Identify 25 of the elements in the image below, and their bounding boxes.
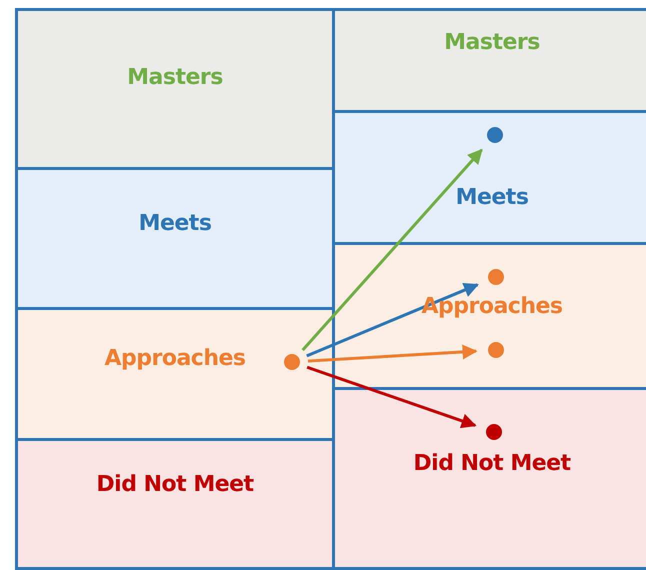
arrow [306, 282, 479, 358]
level-band [332, 110, 646, 245]
level-band [15, 438, 335, 570]
level-band [332, 242, 646, 390]
level-band [15, 307, 335, 441]
level-label: Meets [138, 211, 212, 236]
level-band [332, 387, 646, 570]
level-band [332, 8, 646, 113]
arrow [306, 366, 477, 428]
marker-dot [284, 354, 300, 370]
arrow [302, 148, 483, 352]
level-band [15, 167, 335, 310]
level-label: Masters [127, 65, 223, 90]
arrow [308, 344, 478, 363]
level-band [15, 8, 335, 170]
level-label: Approaches [104, 346, 246, 371]
marker-dot [487, 127, 503, 143]
level-label: Did Not Meet [413, 451, 571, 476]
level-label: Approaches [421, 294, 563, 319]
level-label: Did Not Meet [96, 472, 254, 497]
level-label: Masters [444, 30, 540, 55]
marker-dot [488, 269, 504, 285]
marker-dot [488, 342, 504, 358]
marker-dot [486, 424, 502, 440]
level-label: Meets [456, 185, 528, 210]
